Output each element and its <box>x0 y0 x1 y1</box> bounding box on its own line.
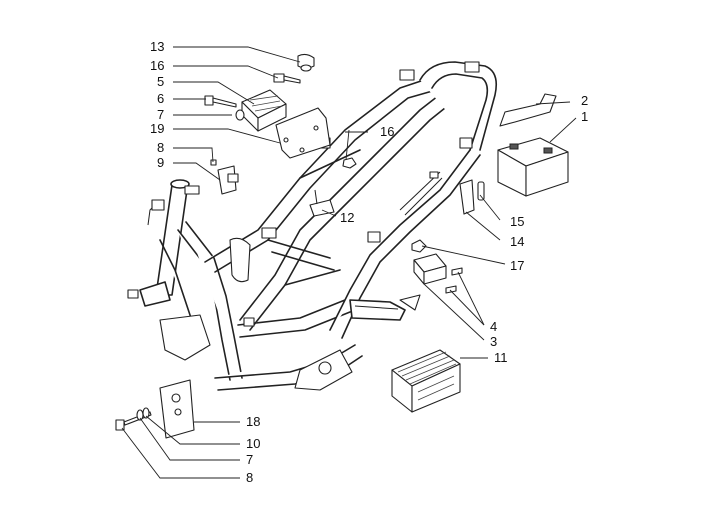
callout-10: 10 <box>246 436 260 451</box>
callout-4: 4 <box>490 319 497 334</box>
part-18-bracket <box>159 379 195 439</box>
part-12-clamp <box>309 189 335 217</box>
callout-18: 18 <box>246 414 260 429</box>
callout-1: 1 <box>581 109 588 124</box>
callout-16-top: 16 <box>150 58 164 73</box>
callout-5: 5 <box>157 74 164 89</box>
part-15-bushing <box>477 181 485 201</box>
callout-16-mid: 16 <box>380 124 394 139</box>
callout-15: 15 <box>510 214 524 229</box>
callout-3: 3 <box>490 334 497 349</box>
callout-13: 13 <box>150 39 164 54</box>
callout-2: 2 <box>581 93 588 108</box>
callout-labels: 13 16 5 6 7 19 8 9 16 12 2 1 15 14 17 4 … <box>150 39 588 485</box>
part-3-relay <box>413 253 447 285</box>
part-8-bolt-lower <box>115 407 152 431</box>
part-11-regulator <box>391 349 461 413</box>
steering-head-tube <box>139 179 190 307</box>
callout-17: 17 <box>510 258 524 273</box>
leader-lines <box>121 46 577 479</box>
part-6-bolt <box>204 95 237 108</box>
callout-19: 19 <box>150 121 164 136</box>
part-14-bracket <box>459 179 475 215</box>
part-2-battery-strap <box>499 93 557 127</box>
part-8-screw <box>210 159 217 166</box>
part-19-cover <box>275 107 331 159</box>
callout-7-bottom: 7 <box>246 452 253 467</box>
callout-12: 12 <box>340 210 354 225</box>
callout-8-bottom: 8 <box>246 470 253 485</box>
part-7-washer <box>235 109 245 121</box>
part-17-nut <box>411 239 427 253</box>
callout-8-top: 8 <box>157 140 164 155</box>
callout-14: 14 <box>510 234 524 249</box>
scooter-frame <box>127 61 498 391</box>
callout-9: 9 <box>157 155 164 170</box>
part-16-nut <box>342 157 357 169</box>
part-13-rubber-cap <box>297 53 315 72</box>
part-9-clip <box>217 165 239 195</box>
callout-6: 6 <box>157 91 164 106</box>
callout-11: 11 <box>494 350 508 365</box>
part-16-screw <box>273 73 301 84</box>
part-1-battery <box>497 137 569 197</box>
callout-7-top: 7 <box>157 107 164 122</box>
part-4-screws <box>445 267 463 294</box>
